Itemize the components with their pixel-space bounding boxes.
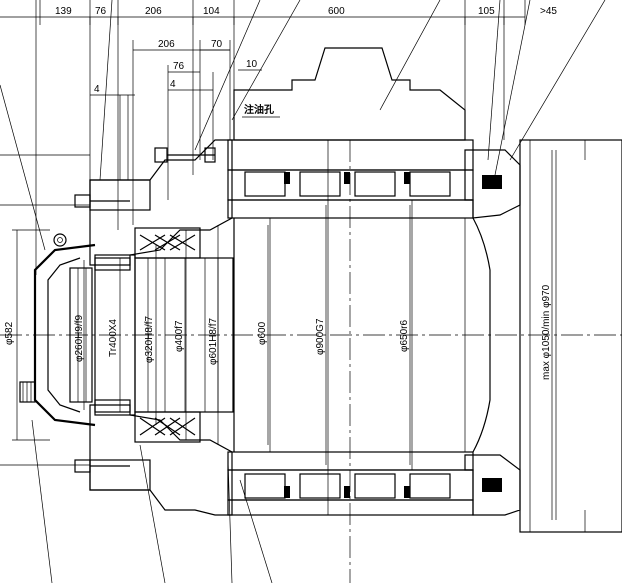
label-phi260: φ260H9/f9 [74,314,85,362]
dim-600: 600 [328,6,345,17]
oil-hole-label: 注油孔 [244,103,274,116]
label-phi601: φ601H8/f7 [208,317,219,365]
vertical-dim-lines [83,150,553,520]
gear-top: 注油孔 [233,47,466,141]
dim-104: 104 [203,6,220,17]
dim-gt45: >45 [540,6,557,17]
dim-76-top: 76 [95,6,107,17]
bearing-lower [134,411,201,443]
leader-lines [0,0,606,583]
dim-139: 139 [55,6,72,17]
label-phi582: φ582 [4,321,15,345]
dim-10: 10 [246,59,258,70]
vertical-dim-labels: φ260H9/f9 Tr400X4 φ320H8/f7 φ400f7 φ601H… [74,284,552,380]
label-phi600: φ600 [257,321,268,345]
dim-4-mid: 4 [170,79,176,90]
label-phi400: φ400f7 [174,320,185,352]
sleeve-upper [227,139,474,219]
inner-bore [233,140,466,515]
dim-206-top: 206 [145,6,162,17]
bearing-upper [134,227,201,259]
label-max1050: max φ1050/min φ970 [541,284,552,380]
end-cap [19,233,96,427]
bolts [74,147,216,473]
sleeve-lower [227,451,474,516]
dim-70: 70 [211,39,223,50]
top-dimension-chain: 139 76 206 104 600 105 >45 206 70 76 4 1… [0,0,557,275]
dim-206-mid: 206 [158,39,175,50]
dim-76-mid: 76 [173,61,185,72]
dim-phi582: φ582 [4,229,50,441]
right-flange [464,149,521,516]
dim-4-left: 4 [94,84,100,95]
label-phi320: φ320H8/f7 [144,315,155,363]
label-tr400: Tr400X4 [108,319,119,357]
label-phi650: φ650r6 [399,320,410,352]
drum-right [519,139,622,533]
label-phi900: φ900G7 [315,318,326,355]
dim-105: 105 [478,6,495,17]
